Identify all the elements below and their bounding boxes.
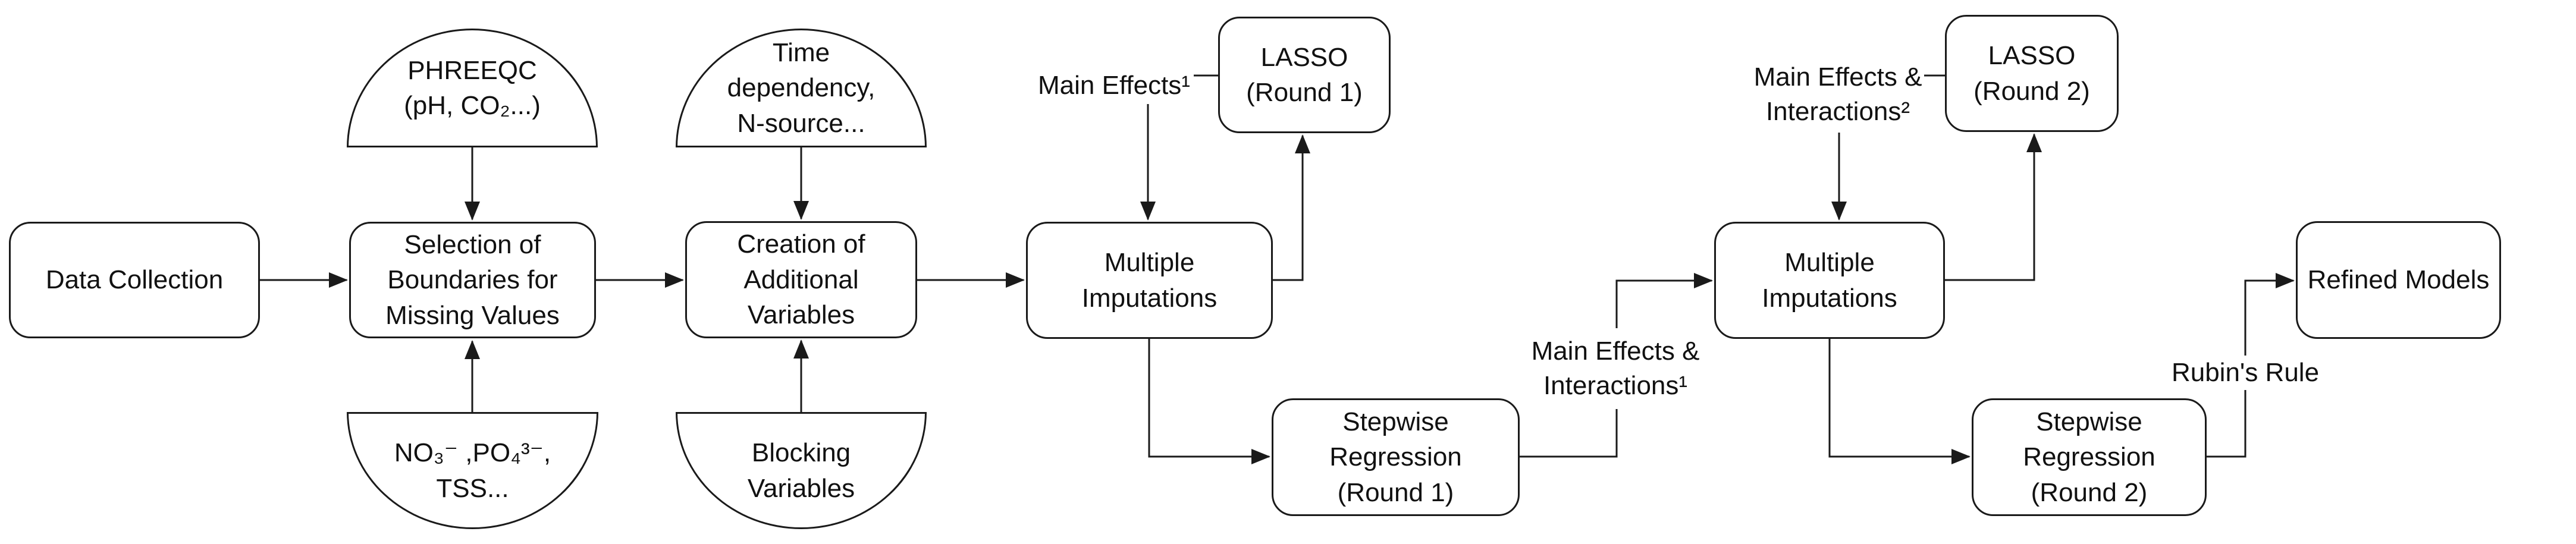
node-creation-variables: Creation of Additional Variables [685, 221, 917, 338]
node-line: Boundaries for [387, 265, 558, 295]
node-line: NO₃⁻ ,PO₄³⁻, [394, 438, 551, 468]
label-main-effects-1: Main Effects¹ [1036, 68, 1193, 103]
node-line: Imputations [1081, 283, 1218, 313]
node-multiple-imputations-1: Multiple Imputations [1026, 222, 1273, 339]
node-line: Regression [2023, 442, 2155, 472]
node-line: Multiple [1104, 248, 1195, 278]
node-line: N-source... [737, 108, 865, 138]
node-line: Stepwise [1342, 407, 1449, 436]
arrow-imputations1-to-lasso1 [1273, 134, 1310, 281]
node-line: Imputations [1762, 283, 1897, 313]
label-line: Interactions¹ [1543, 371, 1688, 400]
node-line: Time [772, 37, 830, 67]
node-line: dependency, [727, 73, 876, 103]
node-line: (Round 2) [1973, 76, 2090, 106]
label-line: Interactions² [1765, 97, 1910, 126]
node-line: LASSO [1260, 42, 1348, 72]
node-lasso-round-2: LASSO (Round 2) [1945, 15, 2119, 132]
node-line: Data Collection [45, 265, 224, 295]
node-line: Variables [747, 473, 855, 503]
label-rubins-rule: Rubin's Rule [2156, 356, 2335, 390]
label-line: Rubin's Rule [2171, 357, 2320, 387]
arrow-imputations2-to-lasso2 [1945, 133, 2042, 281]
node-line: Variables [747, 300, 855, 330]
node-line: Regression [1329, 442, 1462, 472]
node-line: Creation of [737, 229, 865, 259]
node-line: (Round 2) [2031, 477, 2148, 507]
node-stepwise-round-2: Stepwise Regression (Round 2) [1972, 398, 2207, 516]
label-main-effects-interactions-2: Main Effects & Interactions² [1752, 56, 1924, 133]
node-data-collection: Data Collection [9, 222, 260, 338]
label-line: Main Effects & [1531, 336, 1700, 366]
label-main-effects-interactions-1: Main Effects & Interactions¹ [1520, 328, 1711, 409]
node-selection-boundaries: Selection of Boundaries for Missing Valu… [349, 222, 596, 338]
node-line: Stepwise [2036, 407, 2142, 436]
node-line: Multiple [1784, 248, 1875, 278]
label-line: Main Effects & [1753, 62, 1922, 92]
arrow-imputations1-to-stepwise1 [1148, 339, 1270, 464]
node-line: Missing Values [385, 300, 560, 330]
node-lasso-round-1: LASSO (Round 1) [1218, 17, 1391, 133]
arrow-imputations2-to-stepwise2 [1828, 339, 1971, 464]
node-line: Additional [743, 265, 859, 294]
node-multiple-imputations-2: Multiple Imputations [1714, 222, 1945, 339]
node-phreeqc: PHREEQC (pH, CO₂...) [347, 29, 598, 147]
node-line: Blocking [751, 438, 851, 468]
node-line: (Round 1) [1246, 78, 1363, 107]
node-line: (pH, CO₂...) [404, 91, 541, 120]
node-line: Refined Models [2307, 265, 2490, 295]
node-line: Selection of [404, 229, 541, 259]
node-refined-models: Refined Models [2296, 221, 2501, 339]
node-line: (Round 1) [1337, 477, 1454, 507]
node-line: TSS... [436, 473, 509, 503]
node-line: PHREEQC [407, 55, 537, 85]
label-line: Main Effects¹ [1038, 70, 1190, 100]
node-stepwise-round-1: Stepwise Regression (Round 1) [1272, 398, 1520, 516]
node-line: LASSO [1988, 41, 2076, 71]
